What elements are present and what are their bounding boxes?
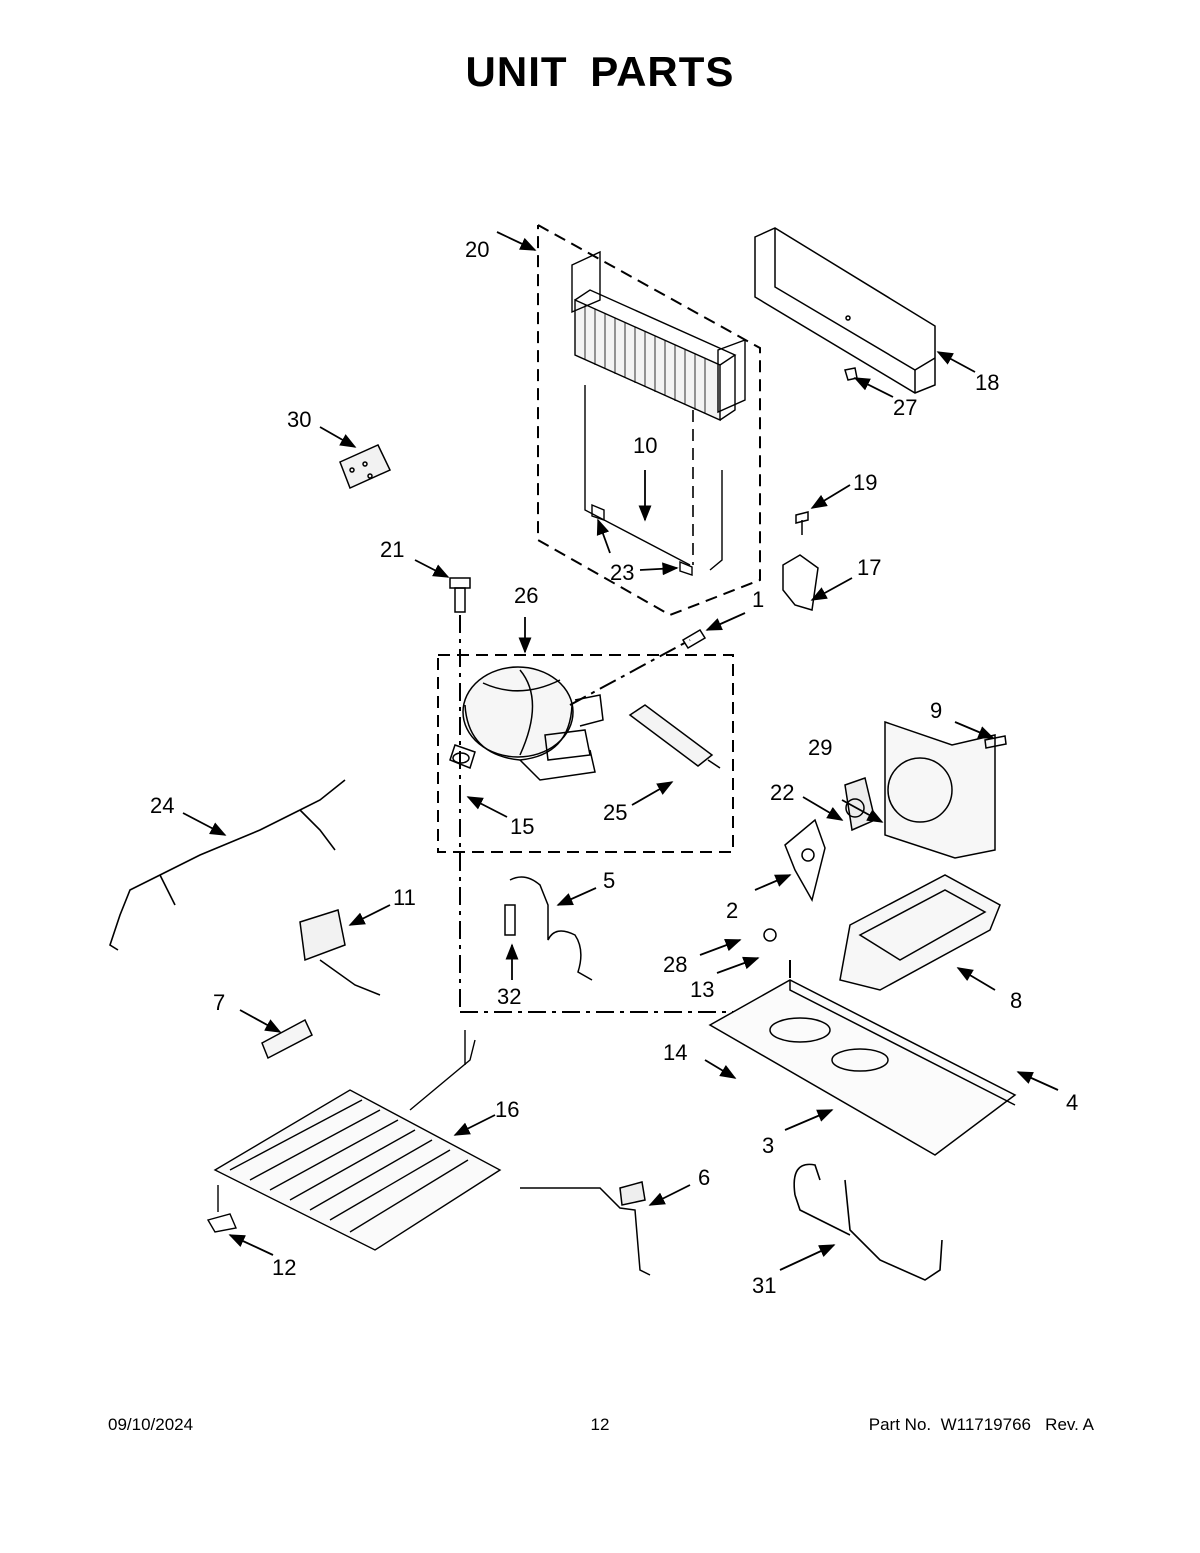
base-plate	[708, 928, 1017, 1156]
callout-29: 29	[808, 735, 832, 760]
fan-assembly	[784, 720, 1007, 903]
stud-part	[449, 577, 471, 613]
cover-panel	[754, 227, 936, 394]
compressor-group	[437, 654, 734, 853]
footer-date: 09/10/2024	[108, 1415, 194, 1434]
callout-labels: 20 18 27 30 10 19 21 23 17 26 1 9 29 22 …	[150, 237, 1078, 1298]
callout-21: 21	[380, 537, 404, 562]
callout-11: 11	[393, 885, 416, 910]
callout-32: 32	[497, 984, 521, 1009]
callout-27: 27	[893, 395, 917, 420]
callout-30: 30	[287, 407, 311, 432]
fitting-part	[681, 628, 707, 650]
callout-23: 23	[610, 560, 634, 585]
callout-18: 18	[975, 370, 999, 395]
callout-8: 8	[1010, 988, 1022, 1013]
callout-4: 4	[1066, 1090, 1078, 1115]
callout-26: 26	[514, 583, 538, 608]
callout-5: 5	[603, 868, 615, 893]
callout-20: 20	[465, 237, 489, 262]
footer-part-info: Part No. W11719766 Rev. A	[869, 1415, 1094, 1435]
part-number: W11719766	[940, 1415, 1031, 1434]
drain-pan	[839, 874, 1001, 991]
callout-16: 16	[495, 1097, 519, 1122]
callout-14: 14	[663, 1040, 687, 1065]
control-module	[299, 909, 381, 996]
callout-1: 1	[752, 587, 764, 612]
suction-tube	[793, 1163, 943, 1281]
callout-17: 17	[857, 555, 881, 580]
callout-10: 10	[633, 433, 657, 458]
callout-2: 2	[726, 898, 738, 923]
callout-9: 9	[930, 698, 942, 723]
wire-harness	[109, 779, 346, 951]
condenser-group	[537, 224, 761, 617]
control-plate	[339, 444, 392, 490]
leader-arrows	[182, 231, 1059, 1271]
page-title: UNIT PARTS	[465, 48, 735, 95]
callout-24: 24	[150, 793, 174, 818]
defrost-thermostat	[520, 1181, 651, 1276]
filter-drier	[628, 704, 721, 769]
part-label: Part No.	[868, 1415, 932, 1434]
callout-31: 31	[752, 1273, 776, 1298]
callout-22: 22	[770, 780, 794, 805]
callout-25: 25	[603, 800, 627, 825]
callout-28: 28	[663, 952, 687, 977]
compressor	[449, 666, 604, 781]
revision: Rev. A	[1045, 1415, 1094, 1434]
foam-tube	[261, 1018, 313, 1060]
footer-page-number: 12	[590, 1415, 610, 1434]
evaporator-coil	[206, 1030, 502, 1251]
mount-bracket	[782, 511, 819, 611]
callout-6: 6	[698, 1165, 710, 1190]
callout-15: 15	[510, 814, 534, 839]
condenser-coil	[571, 250, 746, 576]
callout-3: 3	[762, 1133, 774, 1158]
tube-connector	[504, 876, 593, 981]
callout-12: 12	[272, 1255, 296, 1280]
callout-13: 13	[690, 977, 714, 1002]
callout-7: 7	[213, 990, 225, 1015]
callout-19: 19	[853, 470, 877, 495]
